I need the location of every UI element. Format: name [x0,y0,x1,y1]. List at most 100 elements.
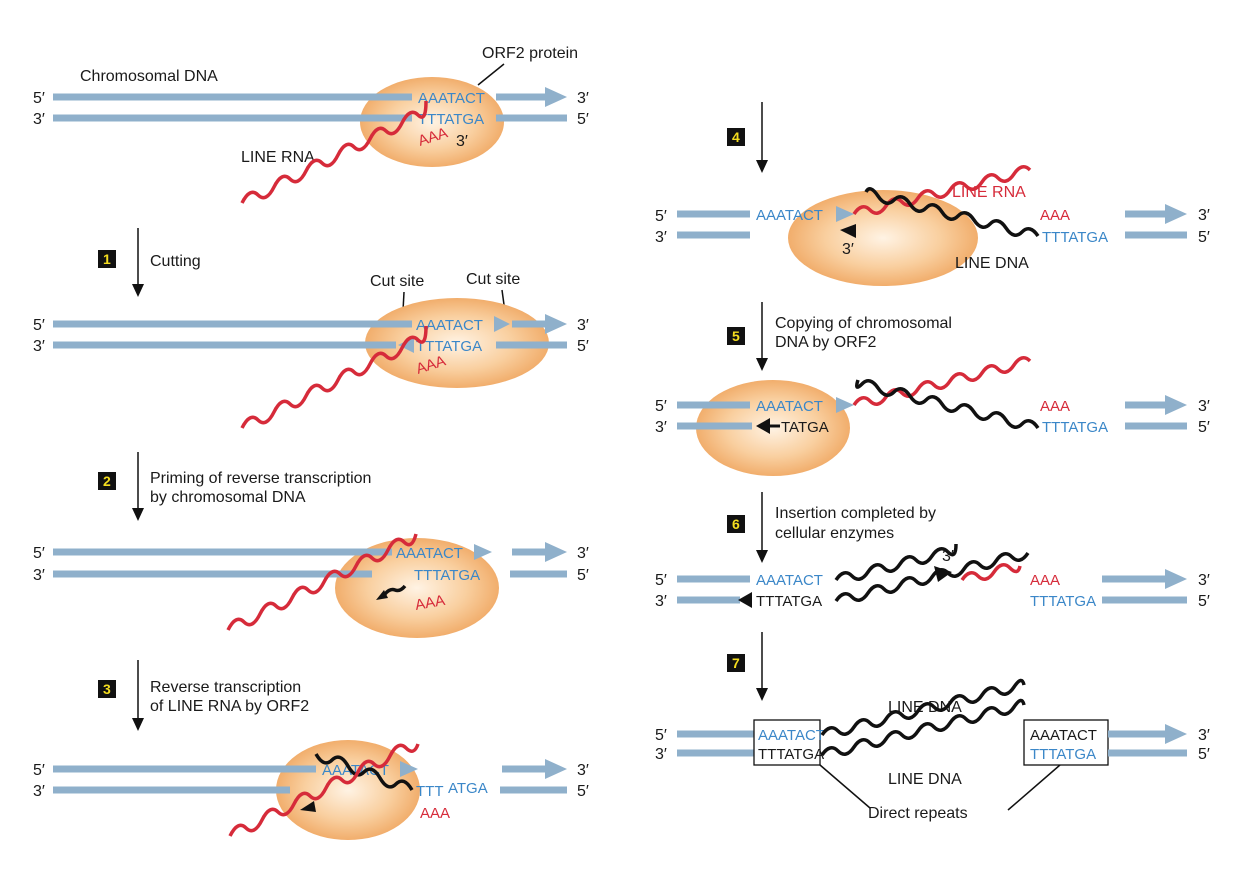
sequence-top: AAATACT [416,317,483,334]
five-prime-label: 5′ [577,567,589,584]
poly-a-tail: AAA [414,592,447,614]
step-4-arrowhead [756,160,768,173]
strand-arrowhead [836,397,854,413]
strand-arrowhead-reverse [398,337,414,353]
step-3-badge [98,680,116,698]
line-dna-strand [854,379,1040,430]
three-prime-label: 3′ [33,783,45,800]
three-prime-label: 3′ [1198,727,1210,744]
line-dna-label: LINE DNA [888,699,962,716]
line-rna-strand [226,533,418,631]
three-prime-label: 3′ [33,111,45,128]
step-1: 1 Cutting [98,228,201,297]
step-1-badge [98,250,116,268]
poly-a-tail: AAA [1040,398,1070,415]
panel-final: LINE DNA 5′ 3′ AAATACT TTTATGA AAATACT T… [655,678,1210,822]
line-rna-strand [240,100,428,204]
strand-arrowhead [1165,395,1187,415]
panel-priming: 5′ 3′ AAATACT TTTATGA 3′ 5′ AAA [33,533,589,638]
three-prime-label: 3′ [33,338,45,355]
five-prime-label: 5′ [655,727,667,744]
step-7-number: 7 [732,655,740,671]
five-prime-label: 5′ [1198,746,1210,763]
five-prime-label: 5′ [33,317,45,334]
step-2-number: 2 [103,473,111,489]
step-6-badge [727,515,745,533]
direct-repeats-label: Direct repeats [868,805,968,822]
orf2-pointer-line [477,63,505,86]
line-rna-label: LINE RNA [952,184,1026,201]
sequence-top: AAATACT [756,398,823,415]
priming-dna-arrow [379,584,407,599]
line-rna-strand [852,356,1032,407]
strand-arrowhead [545,759,567,779]
step-3-number: 3 [103,681,111,697]
sequence-top: AAATACT [396,545,463,562]
line-dna-label: LINE DNA [888,771,962,788]
three-prime-label: 3′ [655,229,667,246]
step-7-badge [727,654,745,672]
three-prime-label: 3′ [1198,572,1210,589]
step-1-number: 1 [103,251,111,267]
sequence-bottom-copied: TTTATGA [756,593,822,610]
step-4-badge [727,128,745,146]
three-prime-label: 3′ [655,746,667,763]
step-6-number: 6 [732,516,740,532]
step-5-text-line-1: Copying of chromosomal [775,315,952,332]
three-prime-label: 3′ [655,419,667,436]
three-prime-label: 3′ [577,90,589,107]
line-rna-strand [960,563,1022,582]
step-2-text-line-1: Priming of reverse transcription [150,470,371,487]
poly-a-tail: AAA [420,805,450,822]
line-rna-strand [240,325,428,429]
strand-arrowhead [474,544,492,560]
sequence-top: AAATACT [758,727,825,744]
step-5-number: 5 [732,328,740,344]
sequence-bottom: TTTATGA [414,567,480,584]
line-dna-arrowhead [300,801,316,812]
orf2-protein-ellipse [335,538,499,638]
cut-site-label: Cut site [370,273,424,290]
panel-copying: 5′ 3′ AAATACT TATGA AAA 3′ TTTATGA 5′ [655,356,1210,476]
step-2: 2 Priming of reverse transcription by ch… [98,452,371,521]
sequence-split-left: TTT [416,783,444,800]
sequence-top: AAATACT [756,572,823,589]
step-4-number: 4 [732,129,740,145]
strand-arrowhead [1165,569,1187,589]
step-7-arrowhead [756,688,768,701]
direct-repeat-pointer-right [1007,764,1061,811]
strand-arrowhead [400,761,418,777]
three-prime-label: 3′ [842,241,854,258]
step-4: 4 [727,102,768,173]
strand-arrowhead [545,542,567,562]
step-5: 5 Copying of chromosomal DNA by ORF2 [727,302,952,371]
five-prime-label: 5′ [1198,593,1210,610]
five-prime-label: 5′ [1198,229,1210,246]
three-prime-label: 3′ [1198,398,1210,415]
five-prime-label: 5′ [655,398,667,415]
panel-reverse-transcription: 5′ 3′ AAATACT TTT ATGA 3′ 5′ AAA [33,740,589,840]
step-3-text-line-2: of LINE RNA by ORF2 [150,698,309,715]
direct-repeat-pointer-left [819,764,871,809]
sequence-top-copied: AAATACT [1030,727,1097,744]
direct-repeat-box-right [1023,719,1109,766]
sequence-bottom: TTTATGA [416,338,482,355]
step-7: 7 [727,632,768,701]
line-rna-strand [852,165,1032,216]
sequence-bottom: TTTATGA [1042,229,1108,246]
poly-a-tail: AAA [1030,572,1060,589]
step-1-arrowhead [132,284,144,297]
step-2-badge [98,472,116,490]
line-rna-strand [228,743,420,837]
five-prime-label: 5′ [655,208,667,225]
sequence-partial-bottom: TATGA [781,419,829,436]
sequence-split-right: ATGA [448,780,488,797]
sequence-top: AAATACT [756,207,823,224]
strand-arrowhead [545,87,567,107]
line-dna-label: LINE DNA [955,255,1029,272]
step-6: 6 Insertion completed by cellular enzyme… [727,492,936,563]
step-2-text-line-2: by chromosomal DNA [150,489,306,506]
step-5-text-line-2: DNA by ORF2 [775,334,876,351]
five-prime-label: 5′ [655,572,667,589]
